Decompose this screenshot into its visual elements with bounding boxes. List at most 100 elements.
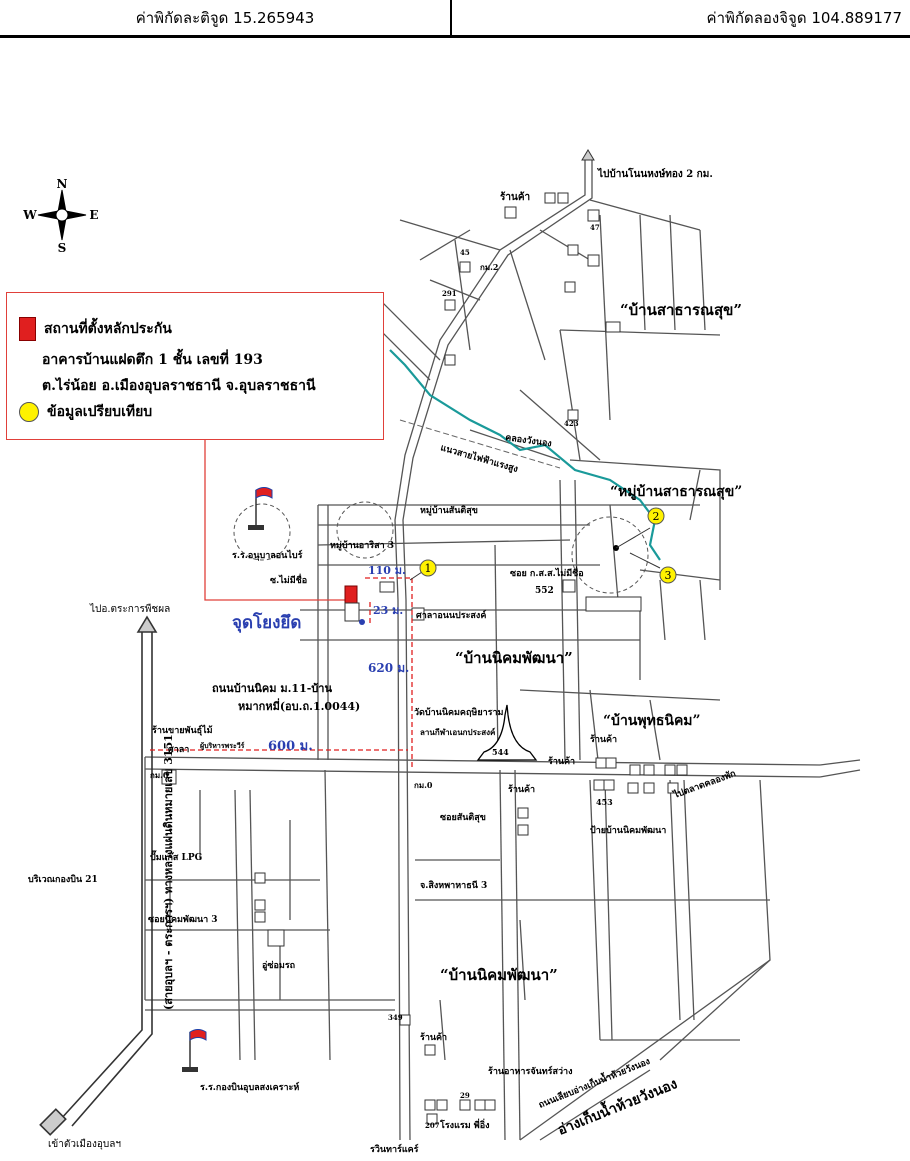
compass-rose-icon: N S E W [22,177,98,255]
legend-comparison-row: ข้อมูลเปรียบเทียบ [19,401,152,423]
label-house-423: 423 [564,419,579,428]
collateral-swatch [19,317,36,341]
label-km0-mid: กม.0 [414,780,433,790]
label-house-349: 349 [388,1013,403,1022]
collateral-building [344,602,360,622]
legend-building-line: อาคารบ้านแฝดตึก 1 ชั้น เลขที่ 193 [42,352,263,368]
legend-collateral-label: สถานที่ตั้งหลักประกัน [44,321,172,337]
roundabout-anuban [233,503,291,561]
label-school-kongbin: ร.ร.กองบินอุบลสงเคราะห์ [200,1081,299,1093]
roundabout-santisuk [336,501,394,559]
label-dist-600: 600 ม. [268,739,313,754]
compare-3-label: 3 [665,569,672,582]
label-shop2: ร้านค้า [590,734,617,745]
label-moo-san: หมู่บ้านสันติสุข [420,505,478,516]
label-resort: รวินทาร์แคร์ [370,1143,419,1155]
label-road-nikhom-2: หมากหมี่(อบ.ถ.1.0044) [238,698,360,713]
label-sign-nikhom: ป้ายบ้านนิคมพัฒนา [590,825,666,836]
label-sala-small: ศาลา [168,745,189,755]
label-dist-620: 620 ม. [368,661,409,675]
distance-measurements [150,577,413,770]
label-house-47: 47 [590,223,600,232]
label-ban-nikhom-south: “บ้านนิคมพัฒนา” [440,966,558,984]
compass-n: N [57,177,68,191]
label-km2: กม.2 [480,262,498,272]
temple-stupa-icon [476,704,538,761]
legend-box: สถานที่ตั้งหลักประกัน อาคารบ้านแฝดตึก 1 … [6,292,384,440]
label-klong: คลองวังนอง [505,432,553,449]
label-reservoir: อ่างเก็บน้ำห้วยวังนอง [554,1072,680,1138]
label-house-207: 207 [425,1121,440,1130]
flag-icon [182,487,273,1072]
longitude-text: ค่าพิกัดลองจิจูด 104.889177 [706,8,902,27]
label-ban-satharanasuk: “บ้านสาธารณสุข” [620,301,742,320]
label-house-29: 29 [460,1091,470,1100]
north-road-arrow-icon [581,149,595,161]
label-soi-kso: ซอย ก.ส.ส.ไม่มีชื่อ [510,566,584,579]
label-moo-satharanasuk: “หมู่บ้านสาธารณสุข” [610,484,742,500]
label-air-base: บริเวณกองบิน 21 [28,874,98,885]
roundabout-satharanasuk [571,516,649,594]
label-house-552: 552 [535,586,554,596]
longitude-cell: ค่าพิกัดลองจิจูด 104.889177 [452,0,910,35]
hub-point [359,619,365,625]
legend-comparison-label: ข้อมูลเปรียบเทียบ [47,404,153,420]
label-house-453: 453 [596,797,613,807]
comparison-markers: 1 2 3 [409,507,677,584]
label-house-45: 45 [460,248,470,257]
neighbor-building [379,581,395,593]
latitude-text: ค่าพิกัดละติจูด 15.265943 [135,8,315,27]
label-soi-nikhom3: ซอยนิคมพัฒนา 3 [148,914,218,925]
label-shop3: ร้านค้า [548,756,575,767]
label-lan-anek: ลานกีฬาเอนกประสงค์ [420,727,495,737]
compare-2-label: 2 [653,510,660,523]
label-dist-110: 110 ม. [368,564,406,577]
legend-collateral-row: สถานที่ตั้งหลักประกัน [19,317,172,341]
label-shop1: ร้านค้า [500,191,530,203]
label-shop4: ร้านค้า [508,784,535,795]
label-school-anuban: ร.ร.อนุบาลอนไบร์ [232,549,303,561]
label-highway: (สายอุบลฯ - ตระการฯ) ทางหลวงแผ่นดินหมายเ… [162,734,176,1010]
label-soi-maimichue: ซ.ไม่มีชื่อ [270,573,307,586]
label-ban-nikhom-north: “บ้านนิคมพัฒนา” [455,649,573,667]
label-soi-santisuk: ซอยสันติสุข [440,812,486,823]
label-soi-singhaphon: จ.สิงหพาหาธนี 3 [420,880,487,891]
label-hotel: โรงแรม พี่อิ่ง [439,1118,490,1131]
label-ban-phutthanikhom: “บ้านพุทธนิคม” [603,713,701,729]
coordinate-header: ค่าพิกัดละติจูด 15.265943 ค่าพิกัดลองจิจ… [0,0,910,38]
building-markers [161,192,688,1125]
label-tanks: อู่ซ่อมรถ [262,960,295,971]
label-km0-left: กม.0 [150,770,169,780]
legend-address-line: ต.ไร่น้อย อ.เมืองอุบลราชธานี จ.อุบลราชธา… [42,378,316,394]
compass-w: W [22,208,37,222]
label-shop5: ร้านค้า [420,1032,447,1043]
label-sala-anon: ศาลาอนนประสงค์ [416,609,486,621]
label-hub: จุดโยงยึด [232,612,301,633]
label-house-291: 291 [442,289,457,298]
compare-1-label: 1 [425,562,432,575]
latitude-cell: ค่าพิกัดละติจูด 15.265943 [0,0,452,35]
location-map: N S E W 1 2 3 ไปบ้านโนนหงษ์ทอง 2 กม. ร้า… [22,149,861,1155]
label-moo-arisa: หมู่บ้านอาริสา 3 [330,540,394,551]
label-power-line: แนวสายไฟฟ้าแรงสูง [439,441,519,475]
label-to-trakan: ไปอ.ตระการพืชผล [89,603,170,615]
compass-s: S [58,241,67,255]
label-wat: วัดบ้านนิคมคฤษิยาราม [414,707,504,718]
power-line [399,419,561,469]
comparison-swatch [19,402,39,422]
label-to-city: เข้าตัวเมืองอุบลฯ [48,1138,121,1150]
legend-callout-line [204,440,345,601]
label-dist-23: 23 ม. [373,604,403,617]
label-sala-small-2: ผู้บริหารพระวีร์ [200,741,245,751]
label-shop-hardware: ร้านขายพันธุ์ไม้ [152,724,213,736]
road-network [144,160,861,1141]
collateral-marker [344,585,358,605]
label-to-nonhong: ไปบ้านโนนหงษ์ทอง 2 กม. [597,167,713,180]
label-gas: ปั๊มแก๊ส LPG [150,850,202,863]
stream-line [389,349,661,561]
label-road-nikhom-1: ถนนบ้านนิคม ม.11-บ้าน [212,682,332,695]
highway-3151 [39,615,158,1136]
compass-e: E [89,208,98,222]
label-house-544: 544 [492,747,509,757]
label-restaurant: ร้านอาหารจันทร์สว่าง [488,1065,573,1077]
